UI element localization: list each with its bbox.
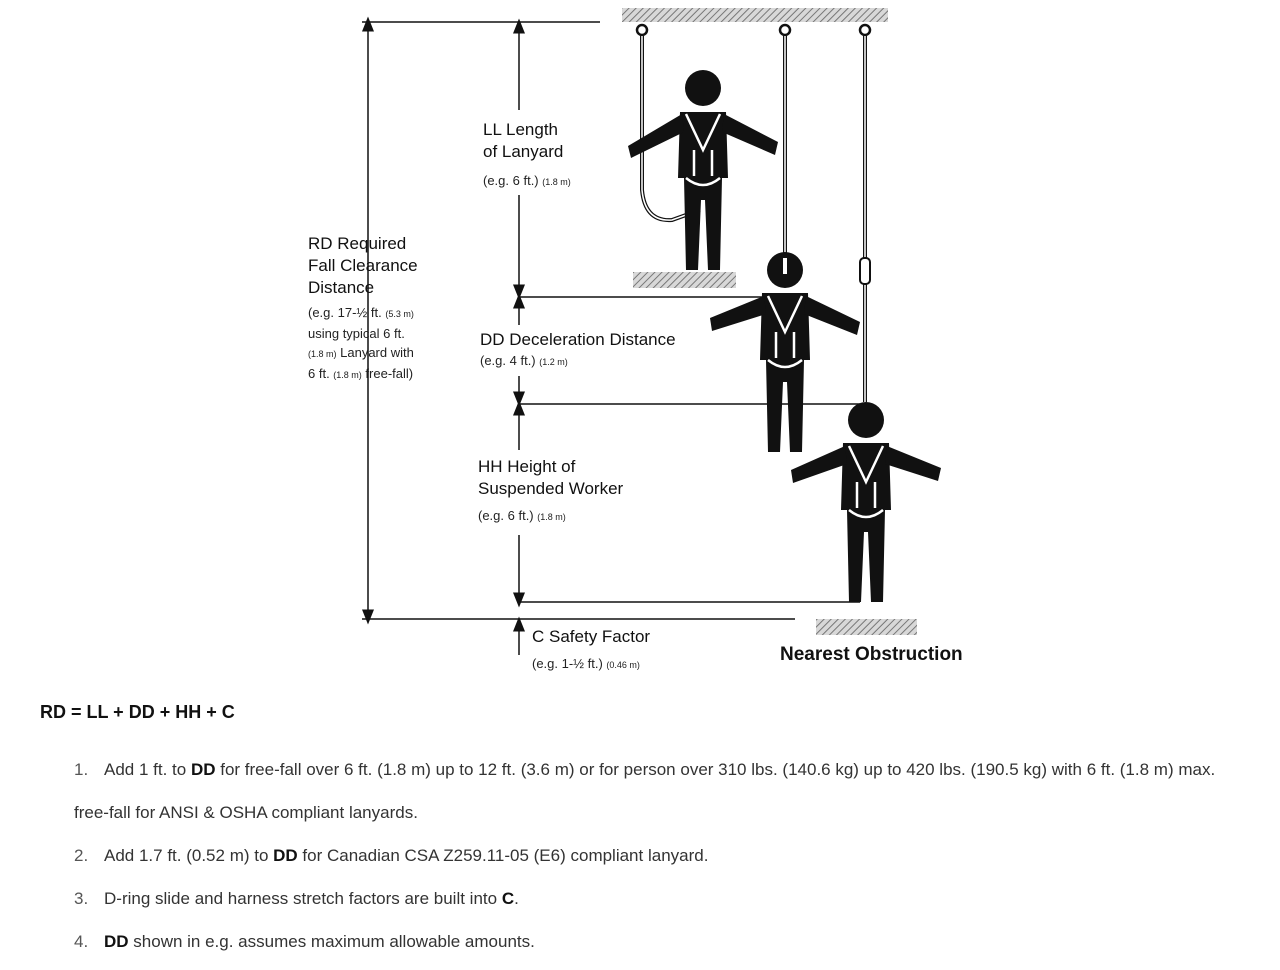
falling-worker-icon: [710, 252, 860, 452]
dd-title: DD Deceleration Distance: [480, 330, 676, 349]
note-item: 2.Add 1.7 ft. (0.52 m) to DD for Canadia…: [74, 846, 709, 865]
hh-title-line-2: Suspended Worker: [478, 479, 624, 498]
shock-absorber-icon: [859, 257, 871, 285]
rd-example: (e.g. 17-½ ft. (5.3 m) using typical 6 f…: [308, 305, 414, 381]
nearest-obstruction-label: Nearest Obstruction: [780, 644, 963, 665]
note-item: 3.D-ring slide and harness stretch facto…: [74, 889, 519, 908]
dd-example: (e.g. 4 ft.) (1.2 m): [480, 353, 568, 368]
ceiling-anchor: [622, 8, 888, 22]
standing-worker-icon: [628, 70, 778, 270]
ll-example: (e.g. 6 ft.) (1.8 m): [483, 173, 571, 188]
notes-list: 1.Add 1 ft. to DD for free-fall over 6 f…: [74, 748, 1254, 963]
note-item: 4.DD shown in e.g. assumes maximum allow…: [74, 932, 535, 951]
rd-title-line-2: Fall Clearance: [308, 256, 418, 275]
anchor-ring-icon: [635, 23, 872, 37]
ll-title-line-2: of Lanyard: [483, 142, 564, 161]
note-item: 1.Add 1 ft. to DD for free-fall over 6 f…: [74, 760, 1216, 822]
hh-label: HH Height of Suspended Worker (e.g. 6 ft…: [478, 456, 623, 527]
rd-title-line-3: Distance: [308, 278, 375, 297]
rd-label: RD Required Fall Clearance Distance (e.g…: [308, 233, 418, 385]
suspended-worker-icon: [791, 402, 941, 602]
nearest-obstruction-block: [816, 619, 917, 635]
c-label: C Safety Factor (e.g. 1-½ ft.) (0.46 m): [532, 626, 650, 675]
fall-clearance-diagram: [362, 8, 941, 655]
c-title: C Safety Factor: [532, 627, 651, 646]
c-example: (e.g. 1-½ ft.) (0.46 m): [532, 656, 640, 671]
formula: RD = LL + DD + HH + C: [40, 702, 235, 722]
ll-title-line-1: LL Length: [483, 120, 558, 139]
hh-example: (e.g. 6 ft.) (1.8 m): [478, 508, 566, 523]
dd-label: DD Deceleration Distance (e.g. 4 ft.) (1…: [480, 329, 676, 372]
hh-title-line-1: HH Height of: [478, 457, 576, 476]
rd-title-line-1: RD Required: [308, 234, 407, 253]
worker-platform: [633, 272, 736, 288]
ll-label: LL Length of Lanyard (e.g. 6 ft.) (1.8 m…: [483, 119, 571, 192]
